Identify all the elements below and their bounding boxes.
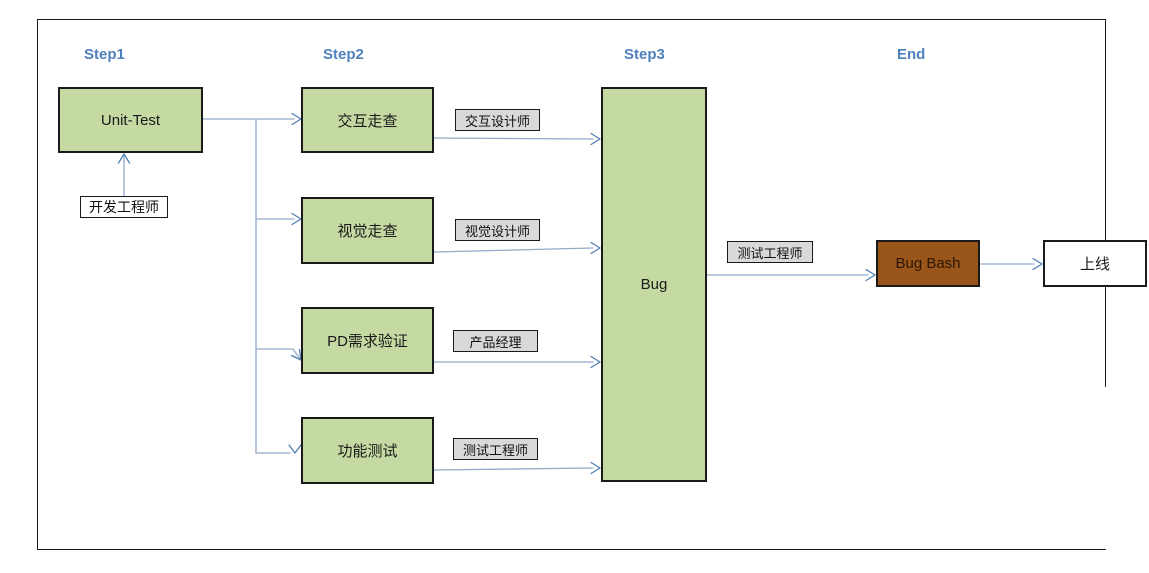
node-bug-bash: Bug Bash — [876, 240, 980, 287]
node-visual-review: 视觉走查 — [301, 197, 434, 264]
arrowhead-bug-2 — [590, 241, 601, 255]
header-step3: Step3 — [624, 46, 665, 63]
label-dev-engineer: 开发工程师 — [80, 196, 168, 218]
label-visual-designer: 视觉设计师 — [455, 219, 540, 241]
node-functional-test: 功能测试 — [301, 417, 434, 484]
node-unit-test: Unit-Test — [58, 87, 203, 153]
connector-functional-to-bug — [433, 467, 594, 471]
header-end: End — [897, 46, 926, 63]
header-step2: Step2 — [323, 46, 364, 63]
header-step1: Step1 — [84, 46, 125, 63]
label-product-manager: 产品经理 — [453, 330, 538, 352]
label-test-engineer-step2: 测试工程师 — [453, 438, 538, 460]
arrowhead-bug-3 — [590, 355, 601, 369]
arrowhead-down-functional — [288, 444, 302, 454]
frame-border-top — [37, 19, 1106, 20]
frame-border-bottom — [37, 549, 1106, 550]
node-interaction-review: 交互走查 — [301, 87, 434, 153]
arrowhead-bugbash — [865, 268, 876, 282]
arrowhead-bug-1 — [590, 132, 601, 146]
connector-interaction-to-bug — [433, 137, 594, 140]
label-test-engineer-step3: 测试工程师 — [727, 241, 813, 263]
label-interaction-designer: 交互设计师 — [455, 109, 540, 131]
frame-border-left — [37, 19, 38, 550]
node-bug: Bug — [601, 87, 707, 482]
arrowhead-bug-4 — [590, 461, 601, 475]
node-pd-validation: PD需求验证 — [301, 307, 434, 374]
connector-visual-to-bug — [433, 247, 594, 253]
frame-border-right-partial — [1105, 19, 1106, 387]
arrowhead-up-unittest — [117, 153, 131, 164]
node-online: 上线 — [1043, 240, 1147, 287]
arrowhead-online — [1032, 257, 1043, 271]
connector-branch-to-pd — [255, 348, 301, 360]
